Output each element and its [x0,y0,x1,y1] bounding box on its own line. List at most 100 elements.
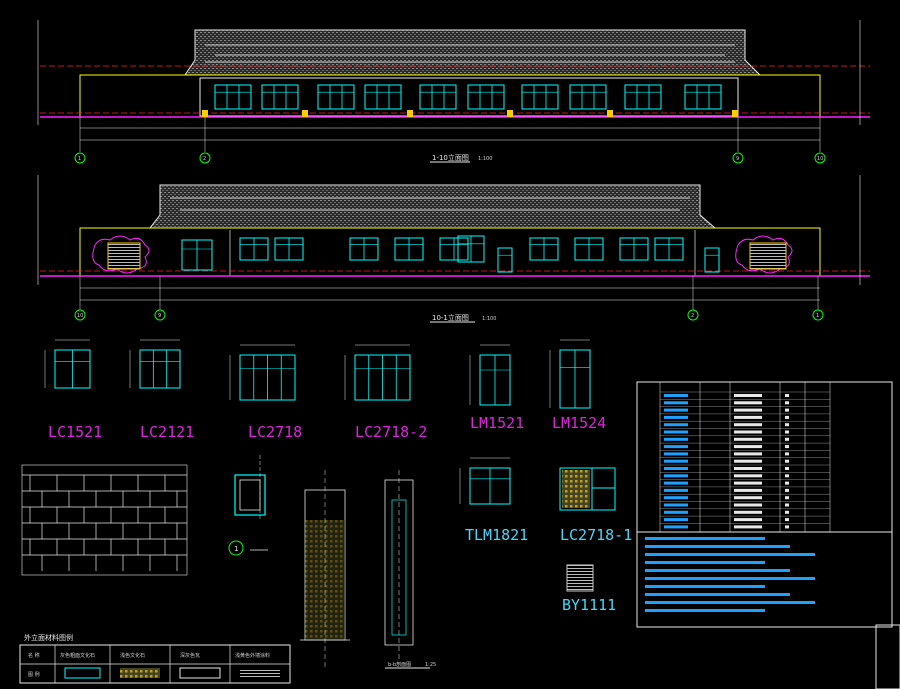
cell-text [664,452,688,456]
window-label-lc1521: LC1521 [48,423,102,441]
axis-bubbles-top: 1 2 9 10 [74,152,826,164]
cell-text [664,430,688,434]
cell-text [664,415,688,419]
pattern-frame [21,464,188,576]
axis-label: 1 [78,156,81,162]
window-opening [261,84,299,110]
cell-text [734,394,762,397]
window-opening [317,84,355,110]
note-line [645,593,790,596]
elevation-2-title: 10-1立面图 [432,313,469,322]
schedule-frame [636,381,893,533]
cell-text [785,481,789,485]
cell-text [734,496,762,500]
cell-text [664,401,688,405]
window-details [44,339,616,511]
cell-text [734,467,762,470]
window-opening [521,84,559,110]
note-line [645,569,790,572]
louver-by1111 [566,564,594,592]
section-detail-column [300,470,350,670]
cell-text [785,394,789,397]
cell-text [664,467,688,470]
cell-text [664,525,688,529]
window-opening [619,237,649,261]
legend-header-4: 浅黄色外墙涂料 [235,652,270,659]
window-label-lm1521: LM1521 [470,414,524,432]
cell-text [785,452,789,456]
window-label-lc2718: LC2718 [248,423,302,441]
detail-circle-number: 1 [234,545,238,553]
axis-label: 9 [158,313,161,319]
window-label-lm1524: LM1524 [552,414,606,432]
cell-text [664,394,688,397]
cell-text [664,496,688,500]
cell-text [664,518,688,522]
window-opening [479,354,511,406]
cell-text [664,481,688,485]
window-opening [497,247,513,273]
title-block-corner [875,624,900,689]
cell-text [785,488,789,492]
cell-text [734,452,762,456]
legend-title: 外立面材料图例 [24,633,73,642]
cell-text [734,423,762,427]
window-opening [684,84,722,110]
cell-text [785,496,789,500]
note-line [645,585,765,588]
cell-text [785,474,789,478]
column-base [507,110,513,117]
column-base [302,110,308,117]
window-opening [559,467,616,511]
cell-text [785,503,789,507]
elevation-1-title: 1-10立面图 [432,153,469,162]
cell-text [664,474,688,478]
cell-text [734,437,762,441]
note-line [645,609,765,612]
cell-text [734,430,762,434]
window-opening [139,349,181,389]
cell-text [734,408,762,412]
axis-label: 2 [691,313,694,319]
cell-text [785,408,789,412]
legend-header-2: 浅色文化石 [120,652,145,659]
cell-text [785,518,789,522]
window-opening [569,84,607,110]
window-opening [439,237,469,261]
cell-text [664,488,688,492]
axis-label: 10 [817,156,823,162]
elevation-10-1 [37,175,870,323]
cell-text [785,445,789,449]
cell-text [785,430,789,434]
cell-text [664,423,688,427]
column-base [407,110,413,117]
cell-text [734,518,762,522]
cell-text [785,401,789,405]
window-opening [467,84,505,110]
legend-header-3: 深灰色瓦 [180,652,200,659]
cell-text [664,459,688,463]
legend-header-0: 名 称 [28,652,40,659]
window-opening [419,84,457,110]
window-opening [54,349,91,389]
elevation-1-scale: 1:100 [478,156,492,162]
cell-text [785,415,789,419]
cell-text [664,445,688,449]
cell-text [734,459,762,463]
window-opening [181,239,213,271]
axis-bubbles-bottom: 10 9 2 1 [74,309,824,321]
section-detail-b-b [384,470,430,669]
window-label-tlm1821: TLM1821 [465,526,528,544]
window-panel [562,470,590,508]
notes-frame [636,531,893,628]
column-base [732,110,738,117]
column-base [607,110,613,117]
cell-text [734,445,762,449]
window-opening [349,237,379,261]
material-legend-table [19,644,291,684]
note-line [645,553,815,556]
elevation-2-scale: 1:100 [482,316,496,322]
cell-text [785,423,789,427]
section-title: b-b剖面图 [388,661,411,668]
